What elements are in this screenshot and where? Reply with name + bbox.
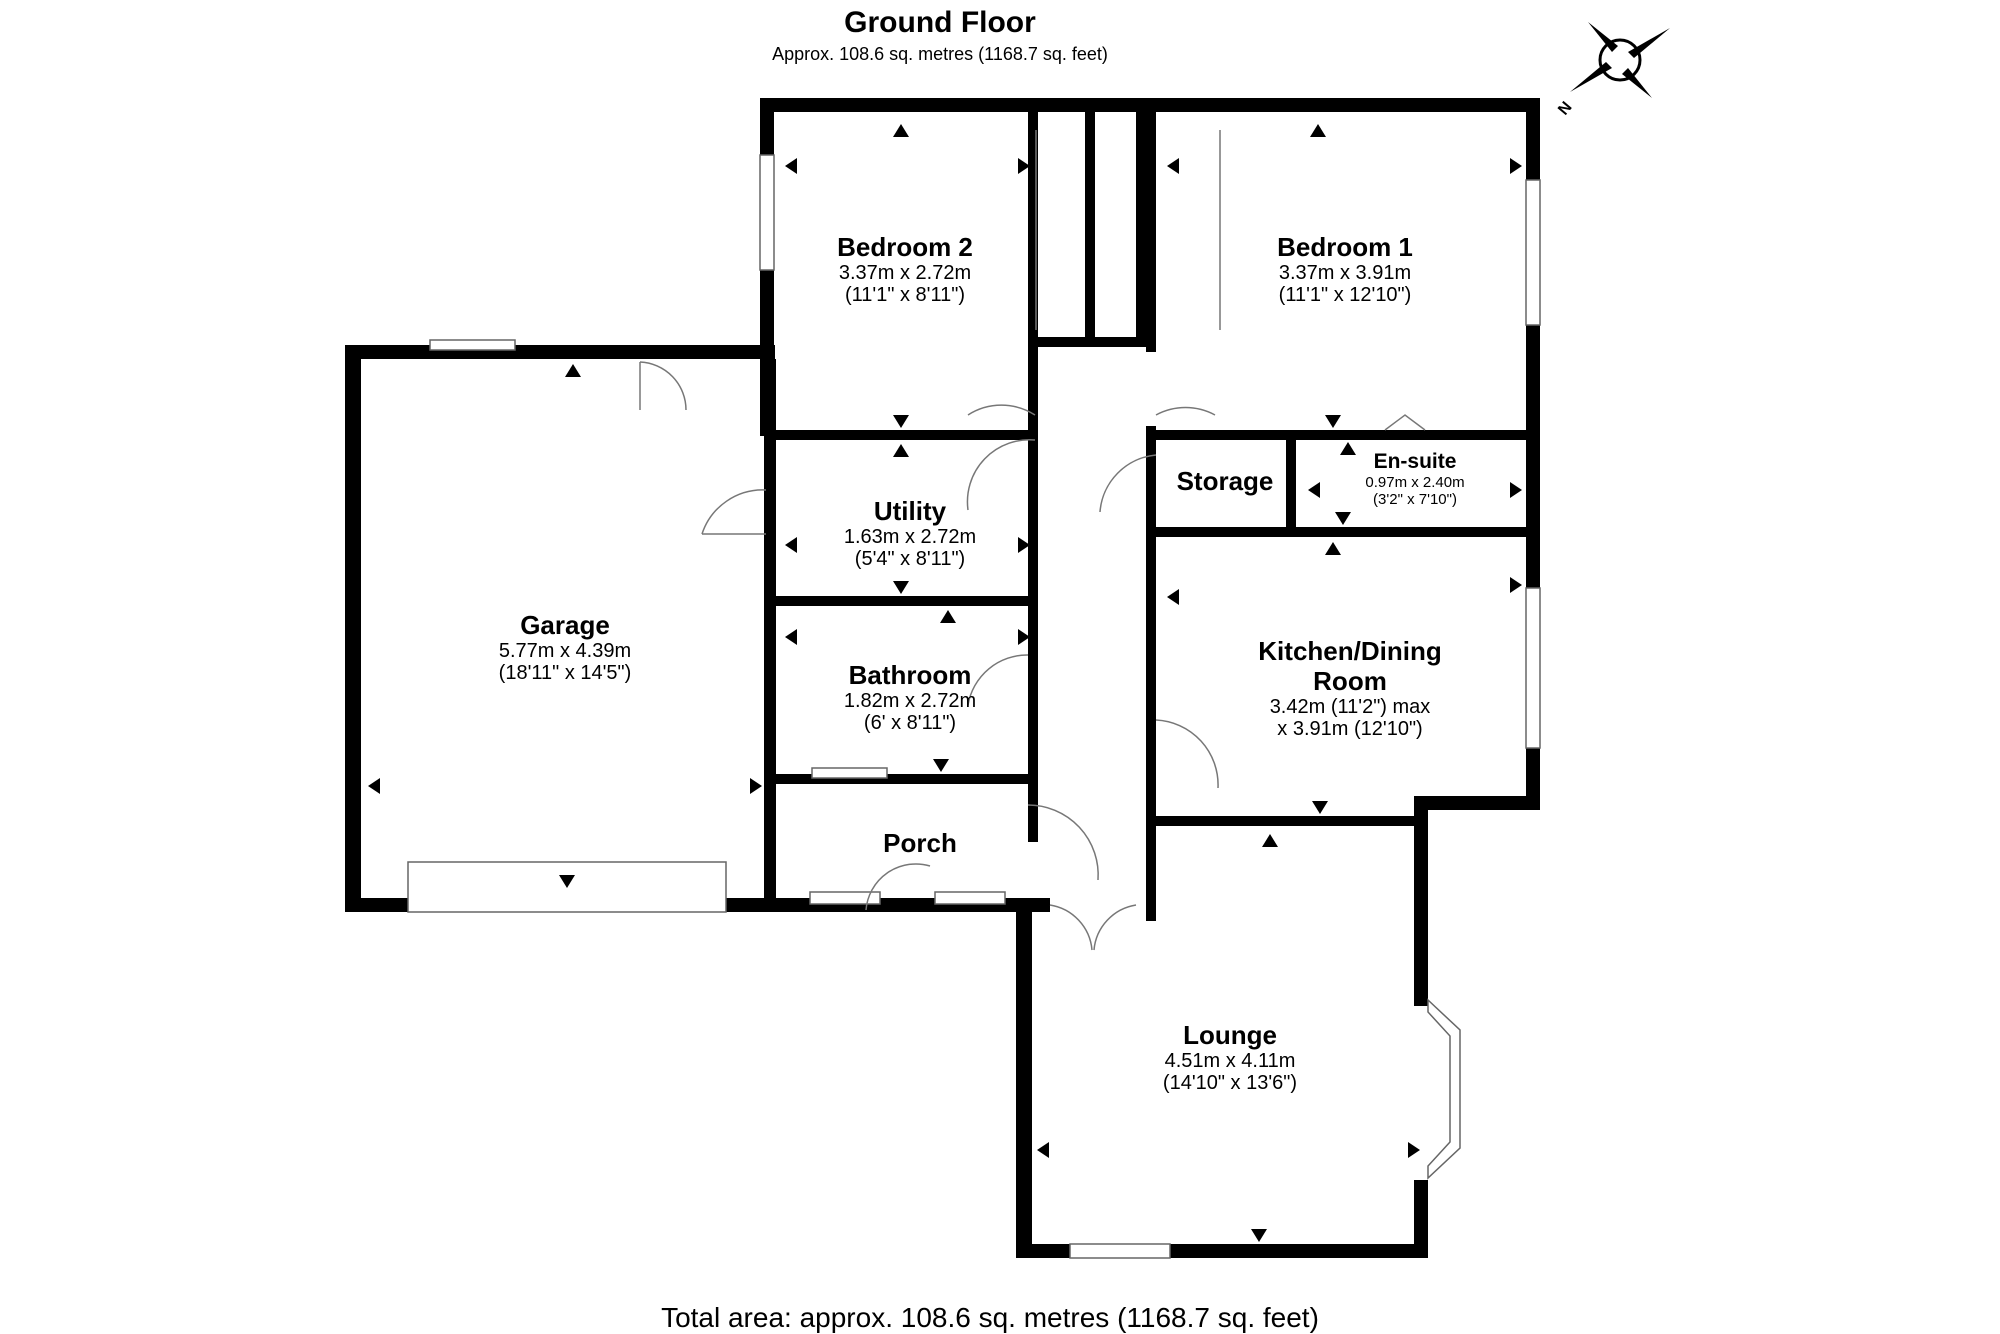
- room-name: Bedroom 1: [1277, 232, 1413, 262]
- room-metric: 1.63m x 2.72m: [843, 526, 977, 548]
- floor-area-subtitle: Approx. 108.6 sq. metres (1168.7 sq. fee…: [772, 44, 1108, 64]
- doors: [639, 130, 1426, 951]
- walls: [345, 98, 1540, 1258]
- room-name-line1: Kitchen/Dining: [1258, 636, 1442, 666]
- floor-title: Ground Floor: [844, 6, 1036, 39]
- room-imperial: (18'11" x 14'5"): [498, 662, 632, 684]
- room-bedroom-2: Bedroom 2 3.37m x 2.72m (11'1" x 8'11"): [790, 232, 1020, 306]
- room-bedroom-1: Bedroom 1 3.37m x 3.91m (11'1" x 12'10"): [1230, 232, 1460, 306]
- room-porch: Porch: [850, 828, 990, 858]
- room-name: Bedroom 2: [837, 232, 973, 262]
- room-metric: 3.37m x 2.72m: [838, 262, 972, 284]
- room-metric: 4.51m x 4.11m: [1164, 1050, 1296, 1072]
- room-lounge: Lounge 4.51m x 4.11m (14'10" x 13'6"): [1100, 1020, 1360, 1094]
- room-metric: 1.82m x 2.72m: [843, 690, 977, 712]
- room-name: Porch: [883, 828, 957, 858]
- room-metric: 5.77m x 4.39m: [498, 640, 632, 662]
- room-storage: Storage: [1160, 466, 1290, 496]
- windows: [407, 154, 1541, 1259]
- room-imperial: (5'4" x 8'11"): [854, 548, 966, 570]
- room-imperial: (11'1" x 12'10"): [1278, 284, 1412, 306]
- room-metric: 3.37m x 3.91m: [1278, 262, 1412, 284]
- compass-icon: [1570, 22, 1670, 98]
- room-imperial: x 3.91m (12'10"): [1277, 718, 1423, 740]
- total-area: Total area: approx. 108.6 sq. metres (11…: [661, 1302, 1319, 1333]
- room-bathroom: Bathroom 1.82m x 2.72m (6' x 8'11"): [800, 660, 1020, 734]
- room-garage: Garage 5.77m x 4.39m (18'11" x 14'5"): [430, 610, 700, 684]
- room-ensuite: En-suite 0.97m x 2.40m (3'2" x 7'10"): [1305, 450, 1525, 508]
- room-name: Utility: [873, 496, 947, 526]
- room-name: En-suite: [1373, 450, 1457, 473]
- room-imperial: (3'2" x 7'10"): [1373, 491, 1457, 508]
- measurement-markers: [368, 124, 1522, 1242]
- room-kitchen-dining: Kitchen/Dining Room 3.42m (11'2") max x …: [1190, 636, 1510, 740]
- room-imperial: (11'1" x 8'11"): [844, 284, 966, 306]
- room-name: Storage: [1176, 466, 1274, 496]
- room-metric: 0.97m x 2.40m: [1365, 474, 1465, 491]
- room-name: Lounge: [1183, 1020, 1277, 1050]
- room-utility: Utility 1.63m x 2.72m (5'4" x 8'11"): [800, 496, 1020, 570]
- room-name-line2: Room: [1313, 666, 1387, 696]
- room-imperial: (14'10" x 13'6"): [1162, 1072, 1298, 1094]
- room-name: Garage: [520, 610, 610, 640]
- room-name: Bathroom: [848, 660, 972, 690]
- room-imperial: (6' x 8'11"): [863, 712, 957, 734]
- room-metric: 3.42m (11'2") max: [1269, 696, 1431, 718]
